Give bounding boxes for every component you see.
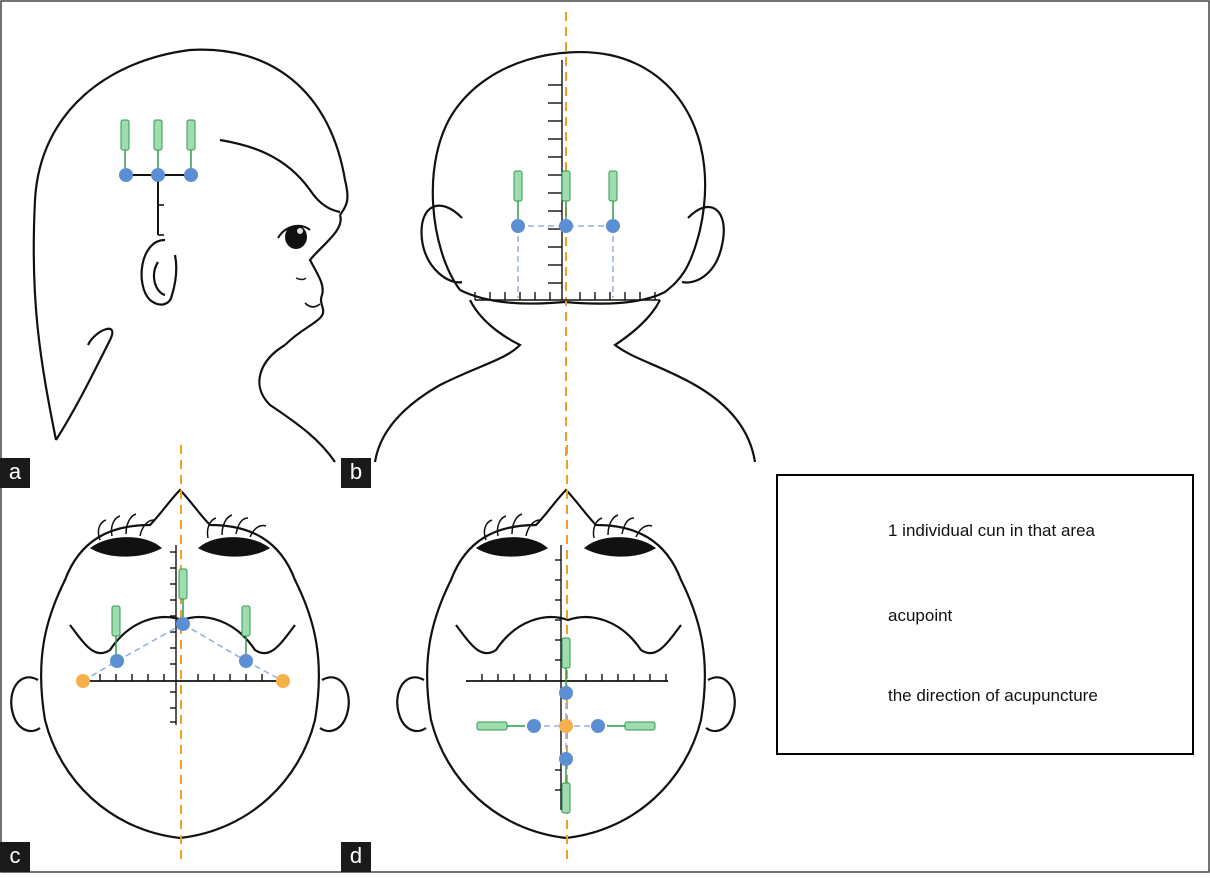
legend-label: 1 individual cun in that area xyxy=(888,521,1095,540)
legend-label: acupoint xyxy=(888,606,953,625)
panel-c-tag: c xyxy=(0,842,30,872)
panel-a-tag: a xyxy=(0,458,30,488)
legend: 1 individual cun in that area acupoint t… xyxy=(776,474,1194,755)
panel-a-markers xyxy=(119,119,198,236)
panel-a-side-view xyxy=(32,48,349,463)
panel-b-markers xyxy=(474,12,660,462)
legend-item-cun: 1 individual cun in that area xyxy=(778,511,1192,551)
legend-item-acupoint: acupoint xyxy=(778,596,1192,636)
panel-c-markers xyxy=(76,445,290,862)
panel-d-top-view xyxy=(396,488,736,840)
panel-d-markers xyxy=(466,445,668,862)
panel-b-back-view xyxy=(373,51,757,463)
legend-label: the direction of acupuncture xyxy=(888,686,1098,705)
legend-item-needle: the direction of acupuncture xyxy=(778,676,1192,716)
panel-d-tag: d xyxy=(341,842,371,872)
panel-b-tag: b xyxy=(341,458,371,488)
